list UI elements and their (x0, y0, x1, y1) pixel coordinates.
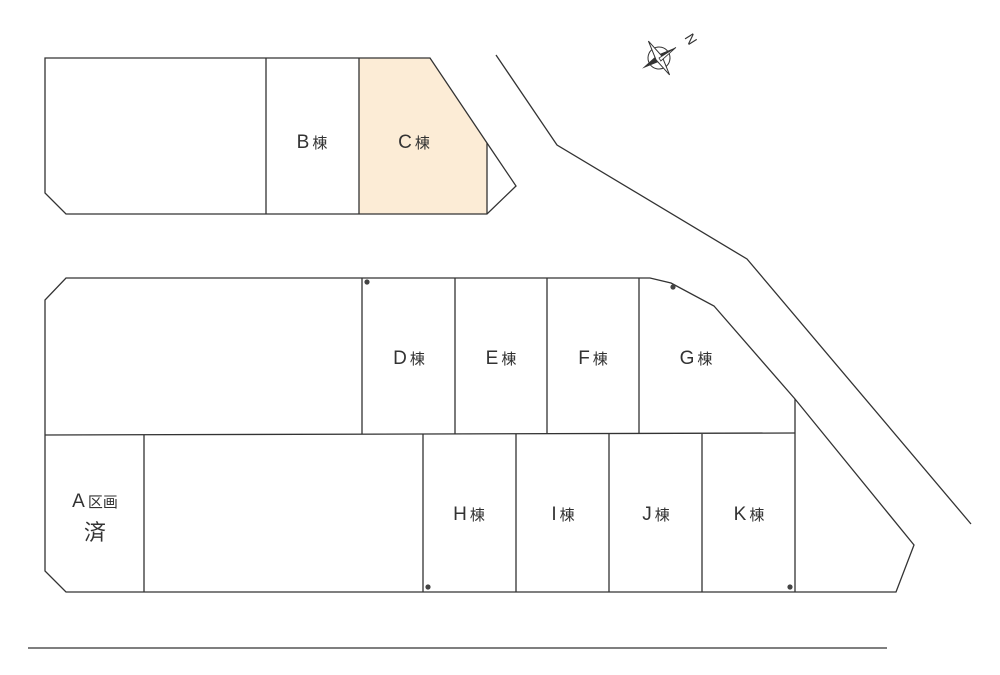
road-edge (495, 54, 972, 525)
lot-k-letter: K (734, 504, 747, 525)
lot-a-suffix: 区画 (88, 493, 118, 511)
lot-e-letter: E (486, 348, 499, 369)
survey-pin (364, 279, 370, 285)
lot-c-suffix: 棟 (415, 134, 430, 152)
lot-j-suffix: 棟 (655, 506, 670, 524)
main-block (44, 277, 915, 593)
main-block-outline (44, 277, 915, 593)
lot-d-suffix: 棟 (410, 350, 425, 368)
lot-g-letter: G (680, 348, 695, 369)
survey-pin (670, 284, 676, 290)
survey-pin (787, 584, 793, 590)
top-block (44, 57, 517, 215)
lot-j-letter: J (642, 504, 652, 525)
lot-d-letter: D (393, 348, 407, 369)
lot-f-letter: F (578, 348, 590, 369)
lot-a-letter: A (72, 491, 85, 512)
lot-i-suffix: 棟 (560, 506, 575, 524)
lot-a-sold-status: 済 (84, 521, 106, 546)
lot-f-suffix: 棟 (593, 350, 608, 368)
lot-h-letter: H (453, 504, 467, 525)
lot-c-highlight[interactable] (359, 58, 487, 214)
lot-c-letter: C (398, 132, 412, 153)
lot-i-letter: I (551, 504, 556, 525)
lot-e-suffix: 棟 (501, 350, 516, 368)
middle-divider (44, 432, 796, 436)
compass-rose-icon (642, 40, 677, 76)
survey-pin (425, 584, 431, 590)
lot-h-suffix: 棟 (470, 506, 485, 524)
lot-b-suffix: 棟 (312, 134, 327, 152)
compass-north-label: N (682, 31, 701, 48)
lot-b-letter: B (297, 132, 310, 153)
lot-g-suffix: 棟 (697, 350, 712, 368)
top-block-outline (44, 57, 517, 215)
lot-k-suffix: 棟 (749, 506, 764, 524)
